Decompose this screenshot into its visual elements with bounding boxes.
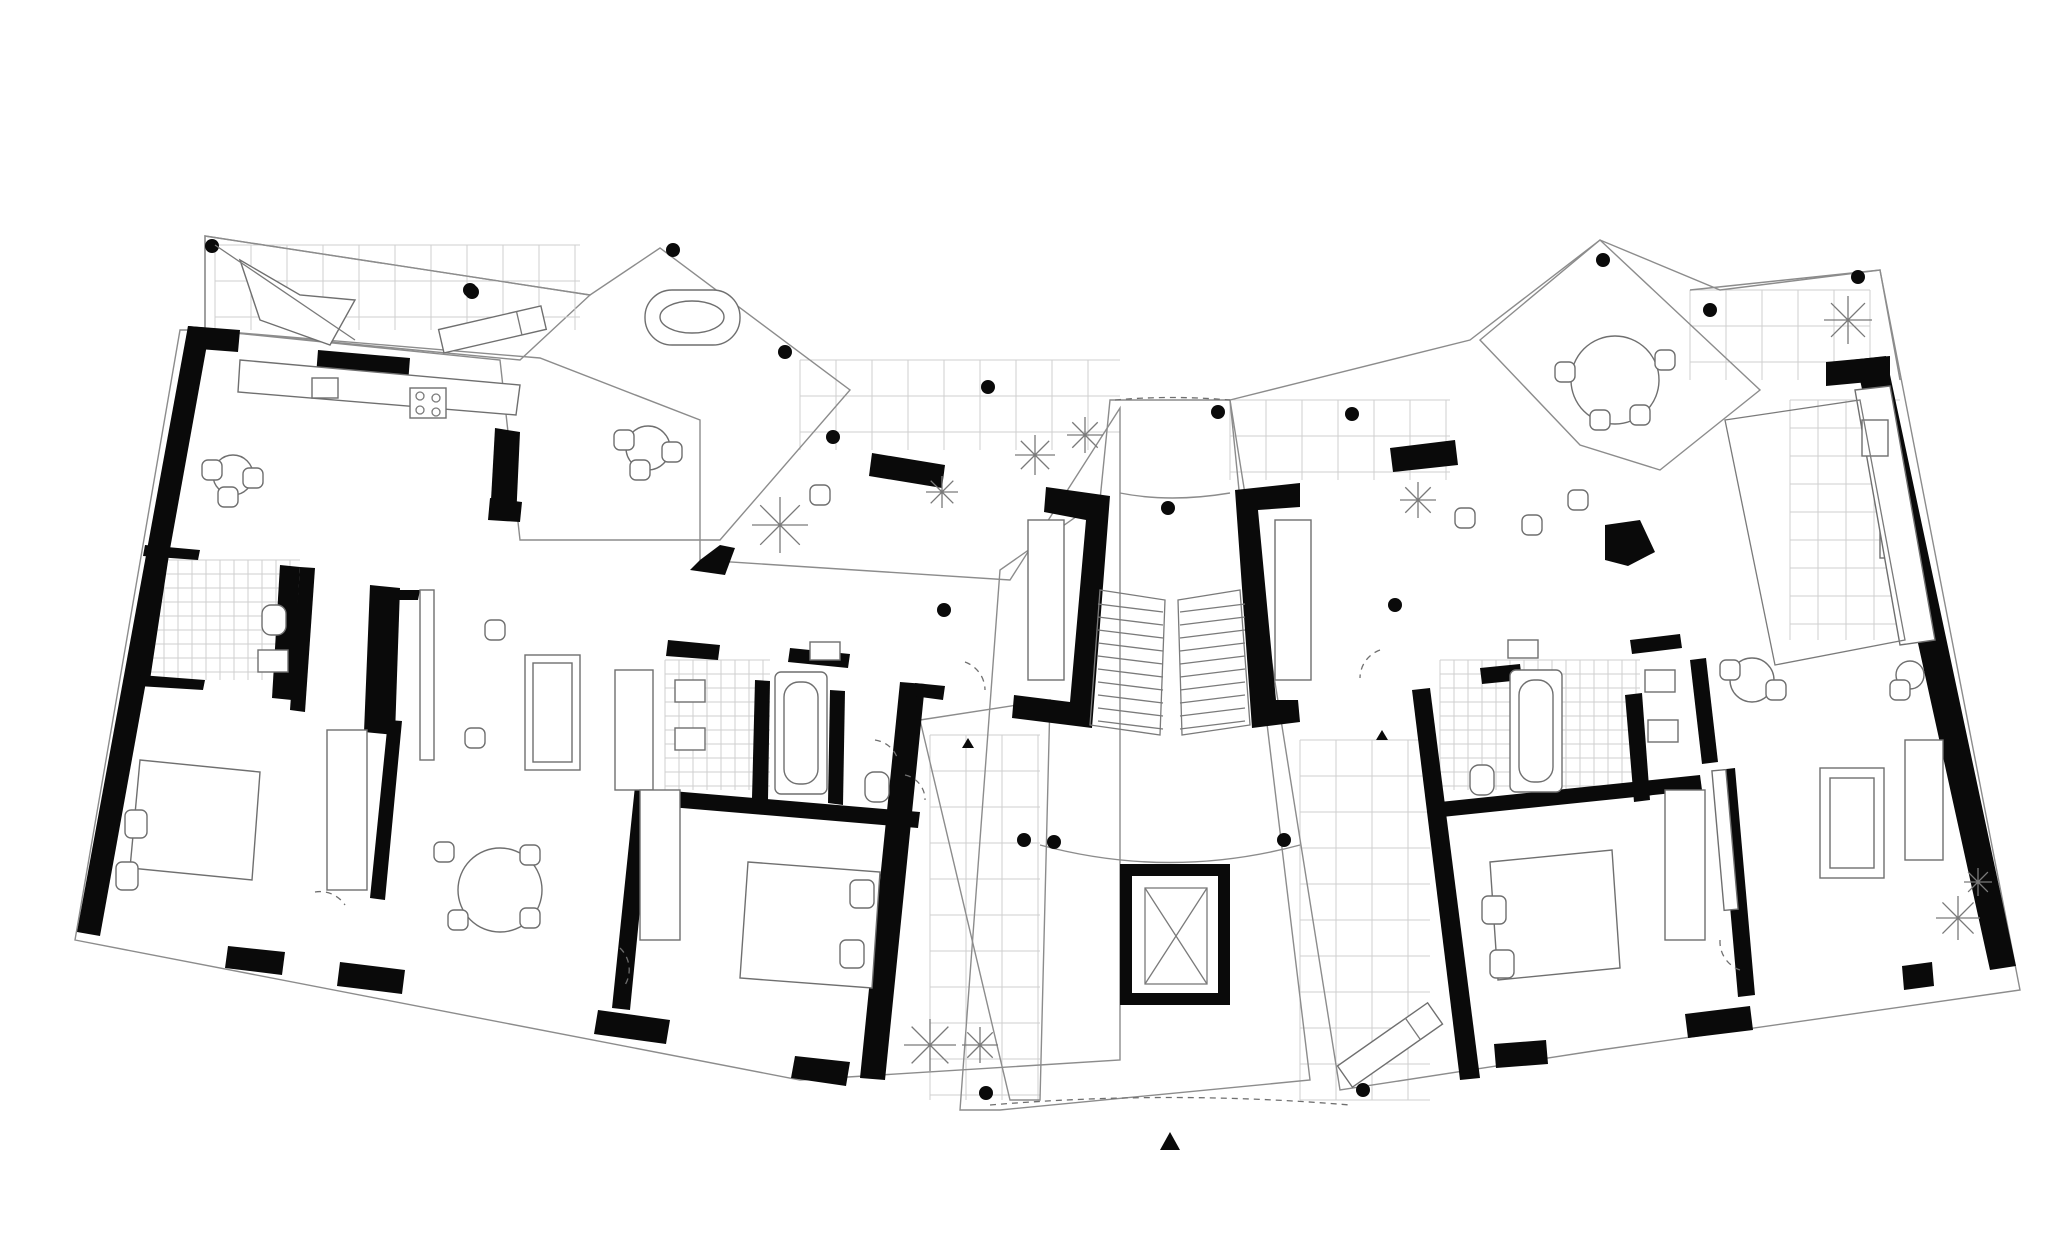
parasol-icon bbox=[214, 244, 357, 346]
column-icon bbox=[778, 345, 792, 359]
plant-icon bbox=[752, 497, 808, 553]
corridor-lines bbox=[989, 396, 1351, 1106]
column-icon bbox=[1161, 501, 1175, 515]
chair-icon bbox=[484, 619, 506, 641]
chair-icon bbox=[201, 459, 223, 481]
plant-icon bbox=[752, 296, 1992, 1071]
column-icon bbox=[1356, 1083, 1370, 1097]
bathtub-icon bbox=[644, 289, 741, 346]
chair-icon bbox=[242, 467, 264, 489]
furniture bbox=[115, 244, 1944, 1089]
bookshelf bbox=[419, 589, 1739, 912]
chair-icon bbox=[1567, 489, 1589, 511]
column-icon bbox=[1017, 833, 1031, 847]
chair-icon bbox=[217, 486, 239, 508]
kitchen-counter-icon bbox=[1724, 385, 1936, 666]
entrance-triangle-icon bbox=[962, 730, 1388, 1150]
chair-icon bbox=[519, 907, 541, 929]
plant-icon bbox=[904, 1019, 956, 1071]
chair-icon bbox=[447, 909, 469, 931]
column-icon bbox=[205, 239, 219, 253]
chair-icon bbox=[519, 844, 541, 866]
column-icon bbox=[1211, 405, 1225, 419]
column-icon bbox=[1703, 303, 1717, 317]
column-icon bbox=[465, 285, 479, 299]
plant-icon bbox=[1067, 417, 1103, 453]
bed-icon bbox=[115, 759, 1621, 989]
elevator-icon bbox=[1144, 887, 1208, 985]
column-icon bbox=[1596, 253, 1610, 267]
chair-icon bbox=[1629, 404, 1651, 426]
column-icon bbox=[826, 430, 840, 444]
chair-icon bbox=[1454, 507, 1476, 529]
toilet-icon bbox=[261, 604, 1495, 803]
chairs bbox=[201, 349, 1911, 931]
chair-icon bbox=[613, 429, 635, 451]
column-icon bbox=[1047, 835, 1061, 849]
chair-icon bbox=[1554, 361, 1576, 383]
stair-icon bbox=[1089, 589, 1251, 736]
column-icon bbox=[979, 1086, 993, 1100]
chair-icon bbox=[661, 441, 683, 463]
sun-lounger-icon bbox=[437, 305, 548, 354]
chair-icon bbox=[1719, 659, 1741, 681]
building-outline bbox=[74, 235, 2021, 1111]
kitchen-counter-icon bbox=[237, 359, 521, 419]
chair-icon bbox=[1589, 409, 1611, 431]
plant-icon bbox=[962, 1027, 998, 1063]
column-icon bbox=[937, 603, 951, 617]
chair-icon bbox=[1889, 679, 1911, 701]
plant-icon bbox=[1400, 482, 1436, 518]
chair-icon bbox=[1654, 349, 1676, 371]
chair-icon bbox=[464, 727, 486, 749]
column-icon bbox=[1388, 598, 1402, 612]
sofa-icon bbox=[524, 654, 1944, 879]
chair-icon bbox=[1521, 514, 1543, 536]
column-icon bbox=[1345, 407, 1359, 421]
column-icon bbox=[666, 243, 680, 257]
chair-icon bbox=[629, 459, 651, 481]
column-icon bbox=[981, 380, 995, 394]
plant-icon bbox=[926, 476, 958, 508]
column-icon bbox=[1851, 270, 1865, 284]
column-icon bbox=[1277, 833, 1291, 847]
chair-icon bbox=[433, 841, 455, 863]
wardrobe bbox=[326, 519, 1706, 941]
plant-icon bbox=[1824, 296, 1872, 344]
chair-icon bbox=[1765, 679, 1787, 701]
columns bbox=[205, 239, 1865, 1100]
bathtub-icon bbox=[774, 669, 1563, 795]
walls bbox=[77, 326, 2016, 1086]
chair-icon bbox=[809, 484, 831, 506]
sun-lounger-icon bbox=[1336, 1001, 1444, 1089]
plant-icon bbox=[1964, 868, 1992, 896]
plant-icon bbox=[1015, 435, 1055, 475]
plant-icon bbox=[1936, 896, 1980, 940]
door-swings bbox=[314, 649, 1741, 986]
